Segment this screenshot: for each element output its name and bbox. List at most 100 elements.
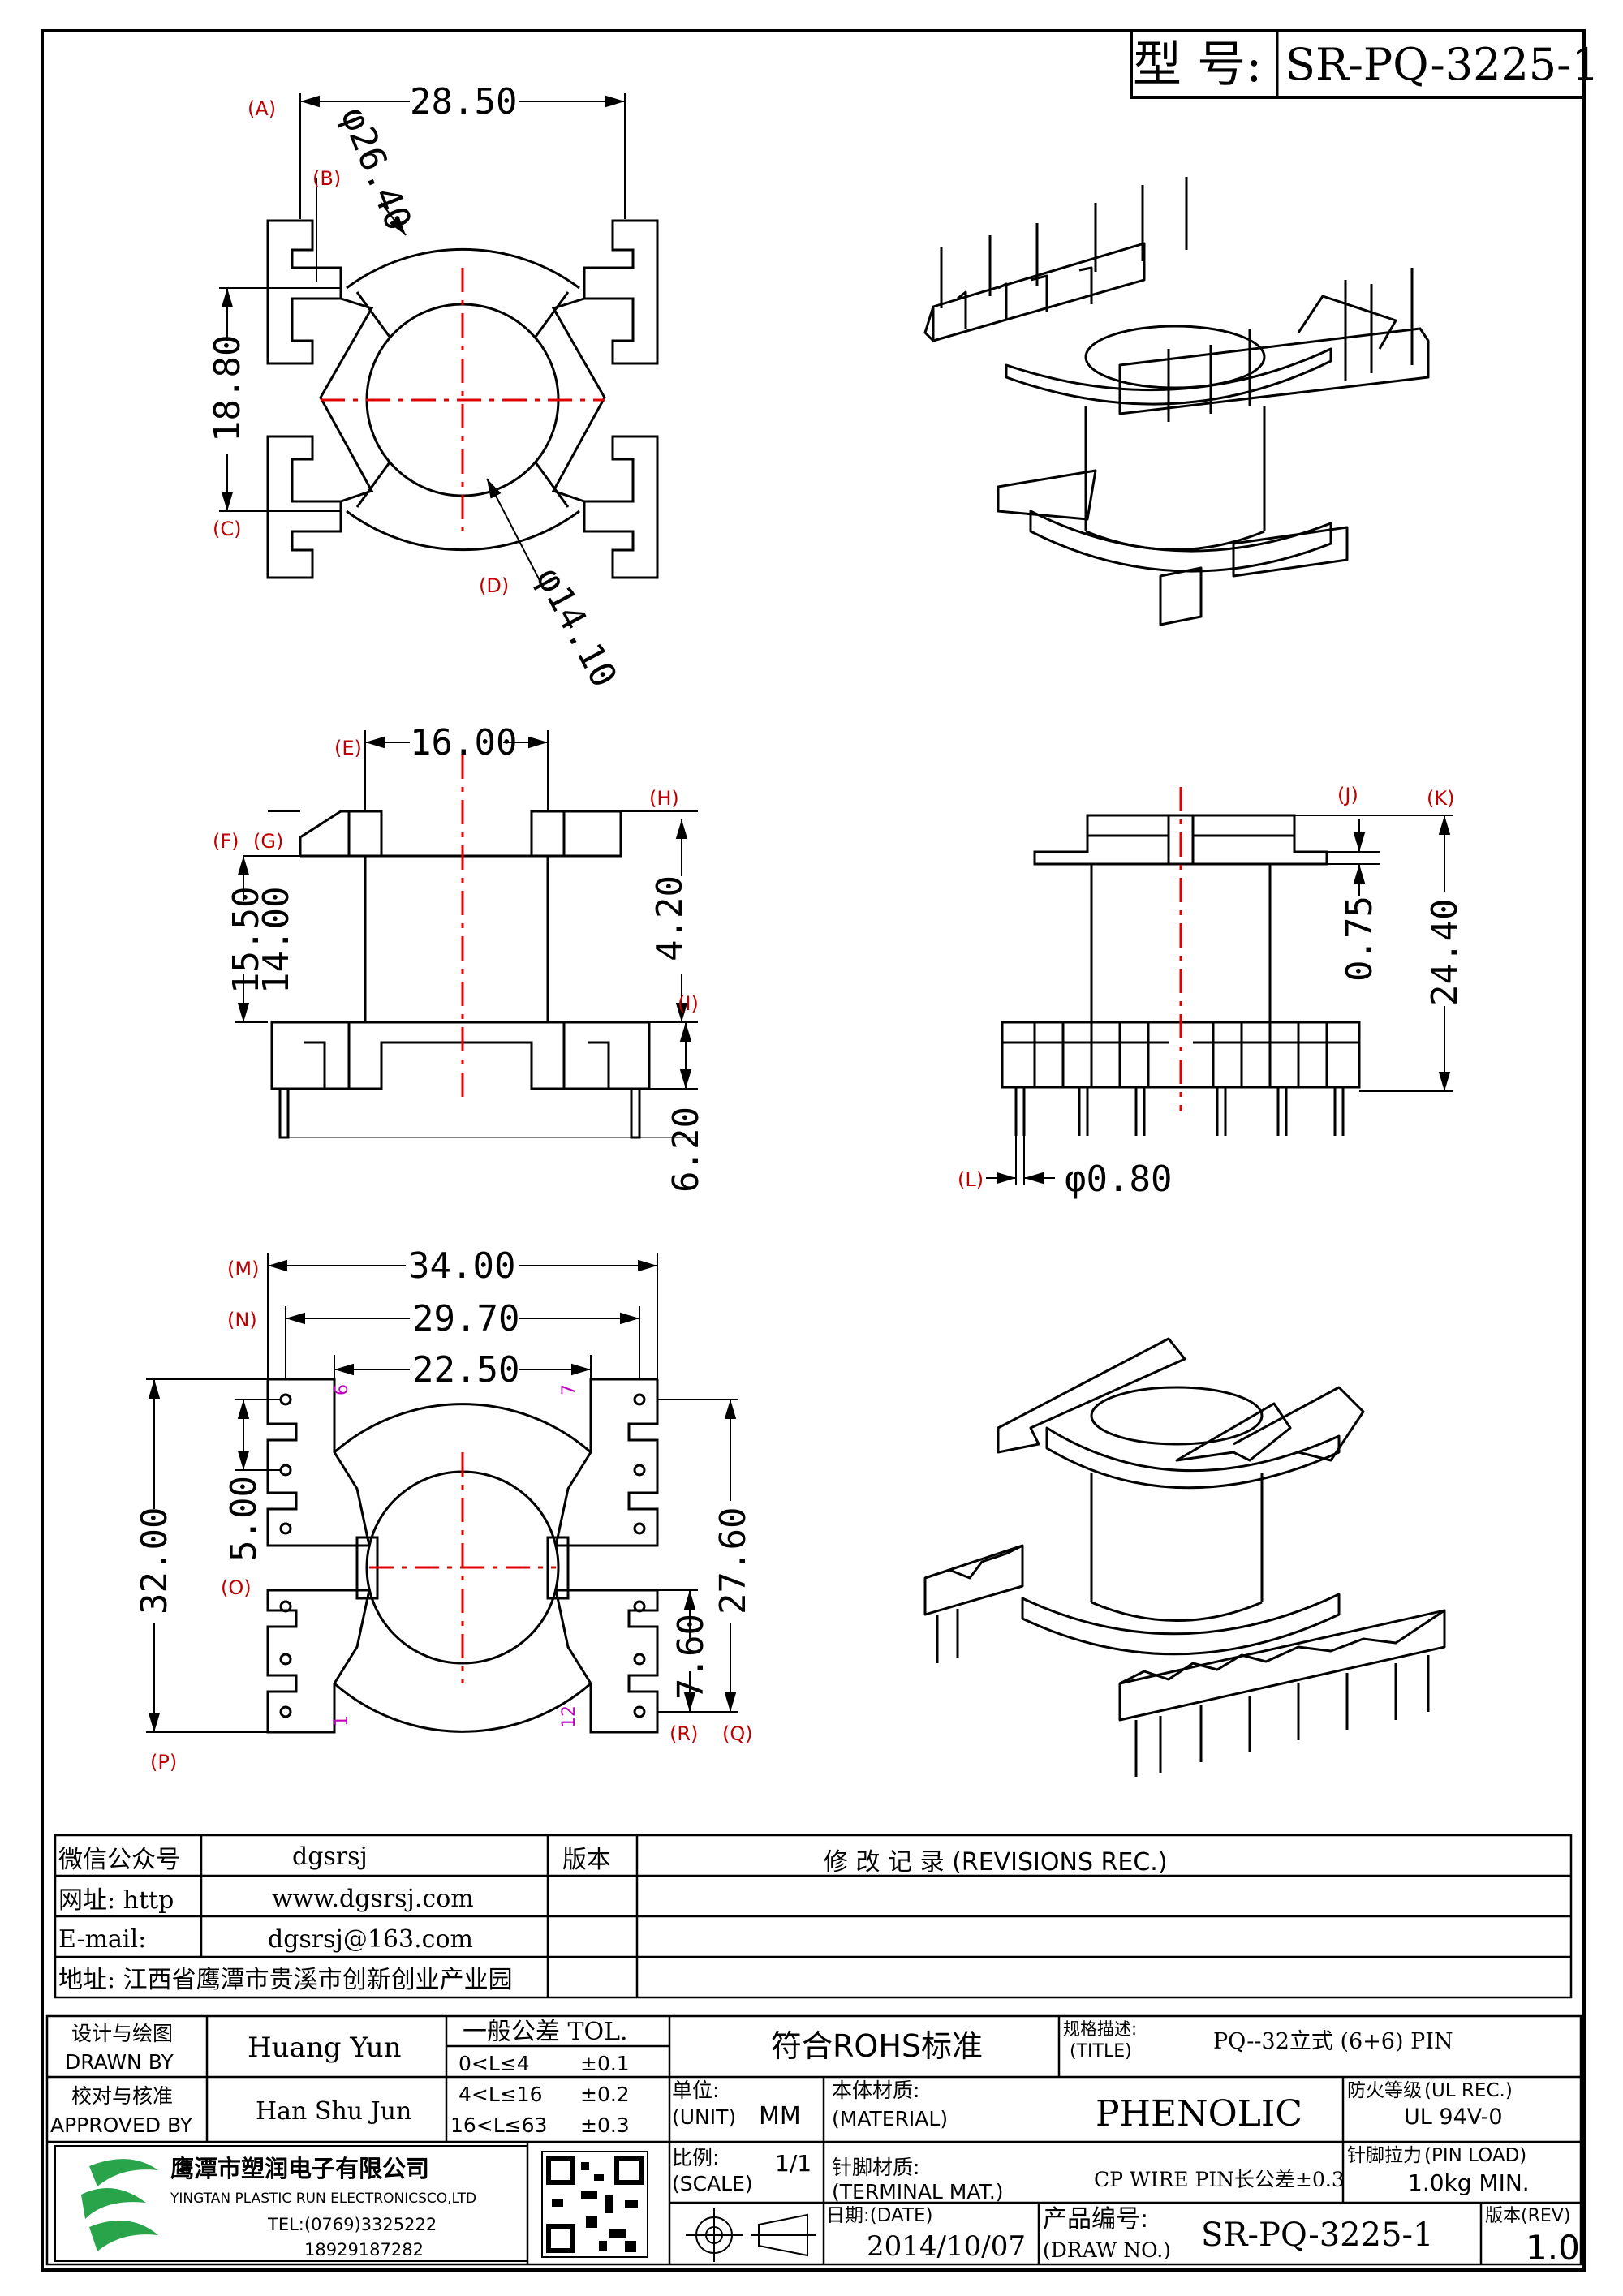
dim-c-value: 18.80: [207, 335, 248, 442]
dim-a-value: 28.50: [410, 81, 517, 123]
rev-label: 版本(REV): [1485, 2206, 1570, 2226]
tag-p: (P): [150, 1751, 177, 1774]
company-tel: TEL:(0769)3325222: [267, 2215, 437, 2234]
dim-o-value: 5.00: [223, 1476, 265, 1562]
ul-value: UL 94V-0: [1404, 2105, 1503, 2130]
projection-symbol-icon: [686, 2208, 816, 2262]
drawno-label-en: (DRAW NO.): [1043, 2238, 1171, 2262]
web-value: www.dgsrsj.com: [272, 1885, 474, 1913]
material-value: PHENOLIC: [1096, 2093, 1302, 2135]
dim-j-value: 0.75: [1339, 896, 1380, 982]
side-bottom-flange: [270, 1021, 651, 1090]
side-pins: [278, 1089, 641, 1139]
scale-label-cn: 比例:: [672, 2146, 719, 2169]
dim-n-value: 29.70: [412, 1298, 519, 1339]
drawn-by: Huang Yun: [248, 2032, 402, 2064]
iso-view-bottom: [923, 1337, 1446, 1777]
tag-b: (B): [312, 167, 341, 190]
revisions-header: 修 改 记 录 (REVISIONS REC.): [824, 1848, 1168, 1877]
address: 地址: 江西省鹰潭市贵溪市创新创业产业园: [58, 1966, 513, 1994]
dim-i-value: 6.20: [665, 1107, 707, 1193]
top-left-comb: [266, 219, 342, 365]
dim-h-value: 4.20: [649, 875, 691, 961]
ul-label-cn: 防火等级: [1347, 2080, 1422, 2101]
bottom-view-centerlines: [369, 1452, 556, 1683]
material-label-en: (MATERIAL): [832, 2107, 948, 2130]
company-logo-icon: [81, 2159, 158, 2251]
title-block: 设计与绘图 DRAWN BY Huang Yun 校对与核准 APPROVED …: [45, 2014, 1582, 2268]
rohs: 符合ROHS标准: [771, 2028, 983, 2064]
drawn-by-label-cn: 设计与绘图: [71, 2022, 173, 2045]
tag-o: (O): [221, 1576, 252, 1599]
tag-q: (Q): [722, 1722, 753, 1745]
drawing-border: [41, 29, 1586, 2272]
dim-l-value: φ0.80: [1065, 1159, 1172, 1200]
wechat-value: dgsrsj: [292, 1842, 368, 1871]
pin-load-label-en: (PIN LOAD): [1424, 2145, 1526, 2166]
dim-g-value: 14.00: [256, 887, 297, 994]
tag-n: (N): [227, 1309, 257, 1331]
front-view-dim-text: (J) 0.75 (K) 24.40 (L) φ0.80: [958, 784, 1466, 1200]
tol-range-1: 0<L≤4: [458, 2052, 530, 2075]
tol-header: 一般公差 TOL.: [463, 2018, 628, 2046]
company-phone: 18929187282: [304, 2240, 424, 2259]
ul-label-en: (UL REC.): [1424, 2080, 1513, 2101]
bottom-view-dim-text: (M) 34.00 (N) 29.70 22.50 (O) 5.00 (P) 3…: [134, 1245, 754, 1774]
dim-e-value: 16.00: [410, 722, 517, 763]
approved-label-cn: 校对与核准: [71, 2084, 173, 2108]
tag-g: (G): [253, 830, 283, 853]
date-label: 日期:(DATE): [826, 2205, 933, 2226]
side-core: [364, 854, 549, 1024]
tag-d: (D): [479, 574, 509, 597]
unit-label-en: (UNIT): [672, 2105, 736, 2129]
top-view-centerlines: [321, 268, 605, 531]
bottom-view-dims: [146, 1253, 738, 1733]
front-bottom-flange: [1001, 1021, 1361, 1089]
unit-label-cn: 单位:: [672, 2079, 719, 2102]
tag-f: (F): [213, 830, 239, 853]
company-cn: 鹰潭市塑润电子有限公司: [170, 2155, 429, 2182]
front-view-dims: [986, 815, 1453, 1185]
tol-value-2: ±0.2: [580, 2083, 630, 2106]
model-number: SR-PQ-3225-1: [1285, 39, 1599, 90]
approved-by: Han Shu Jun: [256, 2097, 411, 2126]
tag-i: (I): [678, 992, 699, 1015]
dim-r-value: 7.60: [670, 1614, 712, 1700]
tag-e: (E): [334, 737, 362, 759]
tag-l: (L): [958, 1168, 984, 1191]
revision-table: 微信公众号 dgsrsj 网址: http www.dgsrsj.com E-m…: [54, 1834, 1573, 1999]
dim-q-value: 27.60: [712, 1507, 754, 1615]
iso-view-top: [923, 177, 1430, 626]
email-label: E-mail:: [58, 1925, 146, 1954]
tag-m: (M): [227, 1258, 259, 1280]
pin-label-6: 6: [332, 1384, 352, 1395]
company-block: 鹰潭市塑润电子有限公司 YINGTAN PLASTIC RUN ELECTRON…: [54, 2145, 648, 2262]
tol-value-3: ±0.3: [580, 2113, 630, 2137]
dim-d-value: φ14.10: [527, 561, 625, 694]
scale-value: 1/1: [775, 2150, 812, 2177]
side-view-dim-text: (E) 16.00 (F) (G) 15.50 14.00 (H) 4.20 (…: [213, 722, 707, 1193]
bottom-right-comb: [554, 1378, 659, 1547]
pin-load-value: 1.0kg MIN.: [1408, 2169, 1530, 2196]
title-label-en: (TITLE): [1070, 2041, 1132, 2062]
dim-22-50-value: 22.50: [412, 1349, 519, 1391]
top-flange-outline: [346, 247, 580, 290]
dim-f-value: 15.50: [226, 887, 267, 994]
model-box: 型 号: SR-PQ-3225-1: [1130, 29, 1599, 99]
title-value: PQ--32立式 (6+6) PIN: [1213, 2029, 1453, 2054]
bottom-left-comb: [266, 1378, 371, 1547]
drawno-value: SR-PQ-3225-1: [1201, 2216, 1433, 2254]
pin-label-12: 12: [559, 1705, 579, 1728]
rev-value: 1.0: [1526, 2228, 1580, 2268]
drawno-label-cn: 产品编号:: [1043, 2205, 1148, 2234]
top-right-comb: [583, 219, 659, 365]
tol-range-3: 16<L≤63: [450, 2113, 547, 2137]
iso-core: [1084, 406, 1266, 531]
unit-value: MM: [759, 2102, 801, 2130]
wechat-label: 微信公众号: [58, 1846, 180, 1874]
front-pins: [1014, 1087, 1345, 1136]
approved-label-en: APPROVED BY: [50, 2113, 193, 2137]
dim-k-value: 24.40: [1424, 899, 1466, 1006]
terminal-value: CP WIRE PIN长公差±0.3: [1094, 2168, 1345, 2191]
top-view-dim-text: (A) 28.50 (B) φ26.40 (C) 18.80 (D) φ14.1…: [207, 81, 625, 694]
